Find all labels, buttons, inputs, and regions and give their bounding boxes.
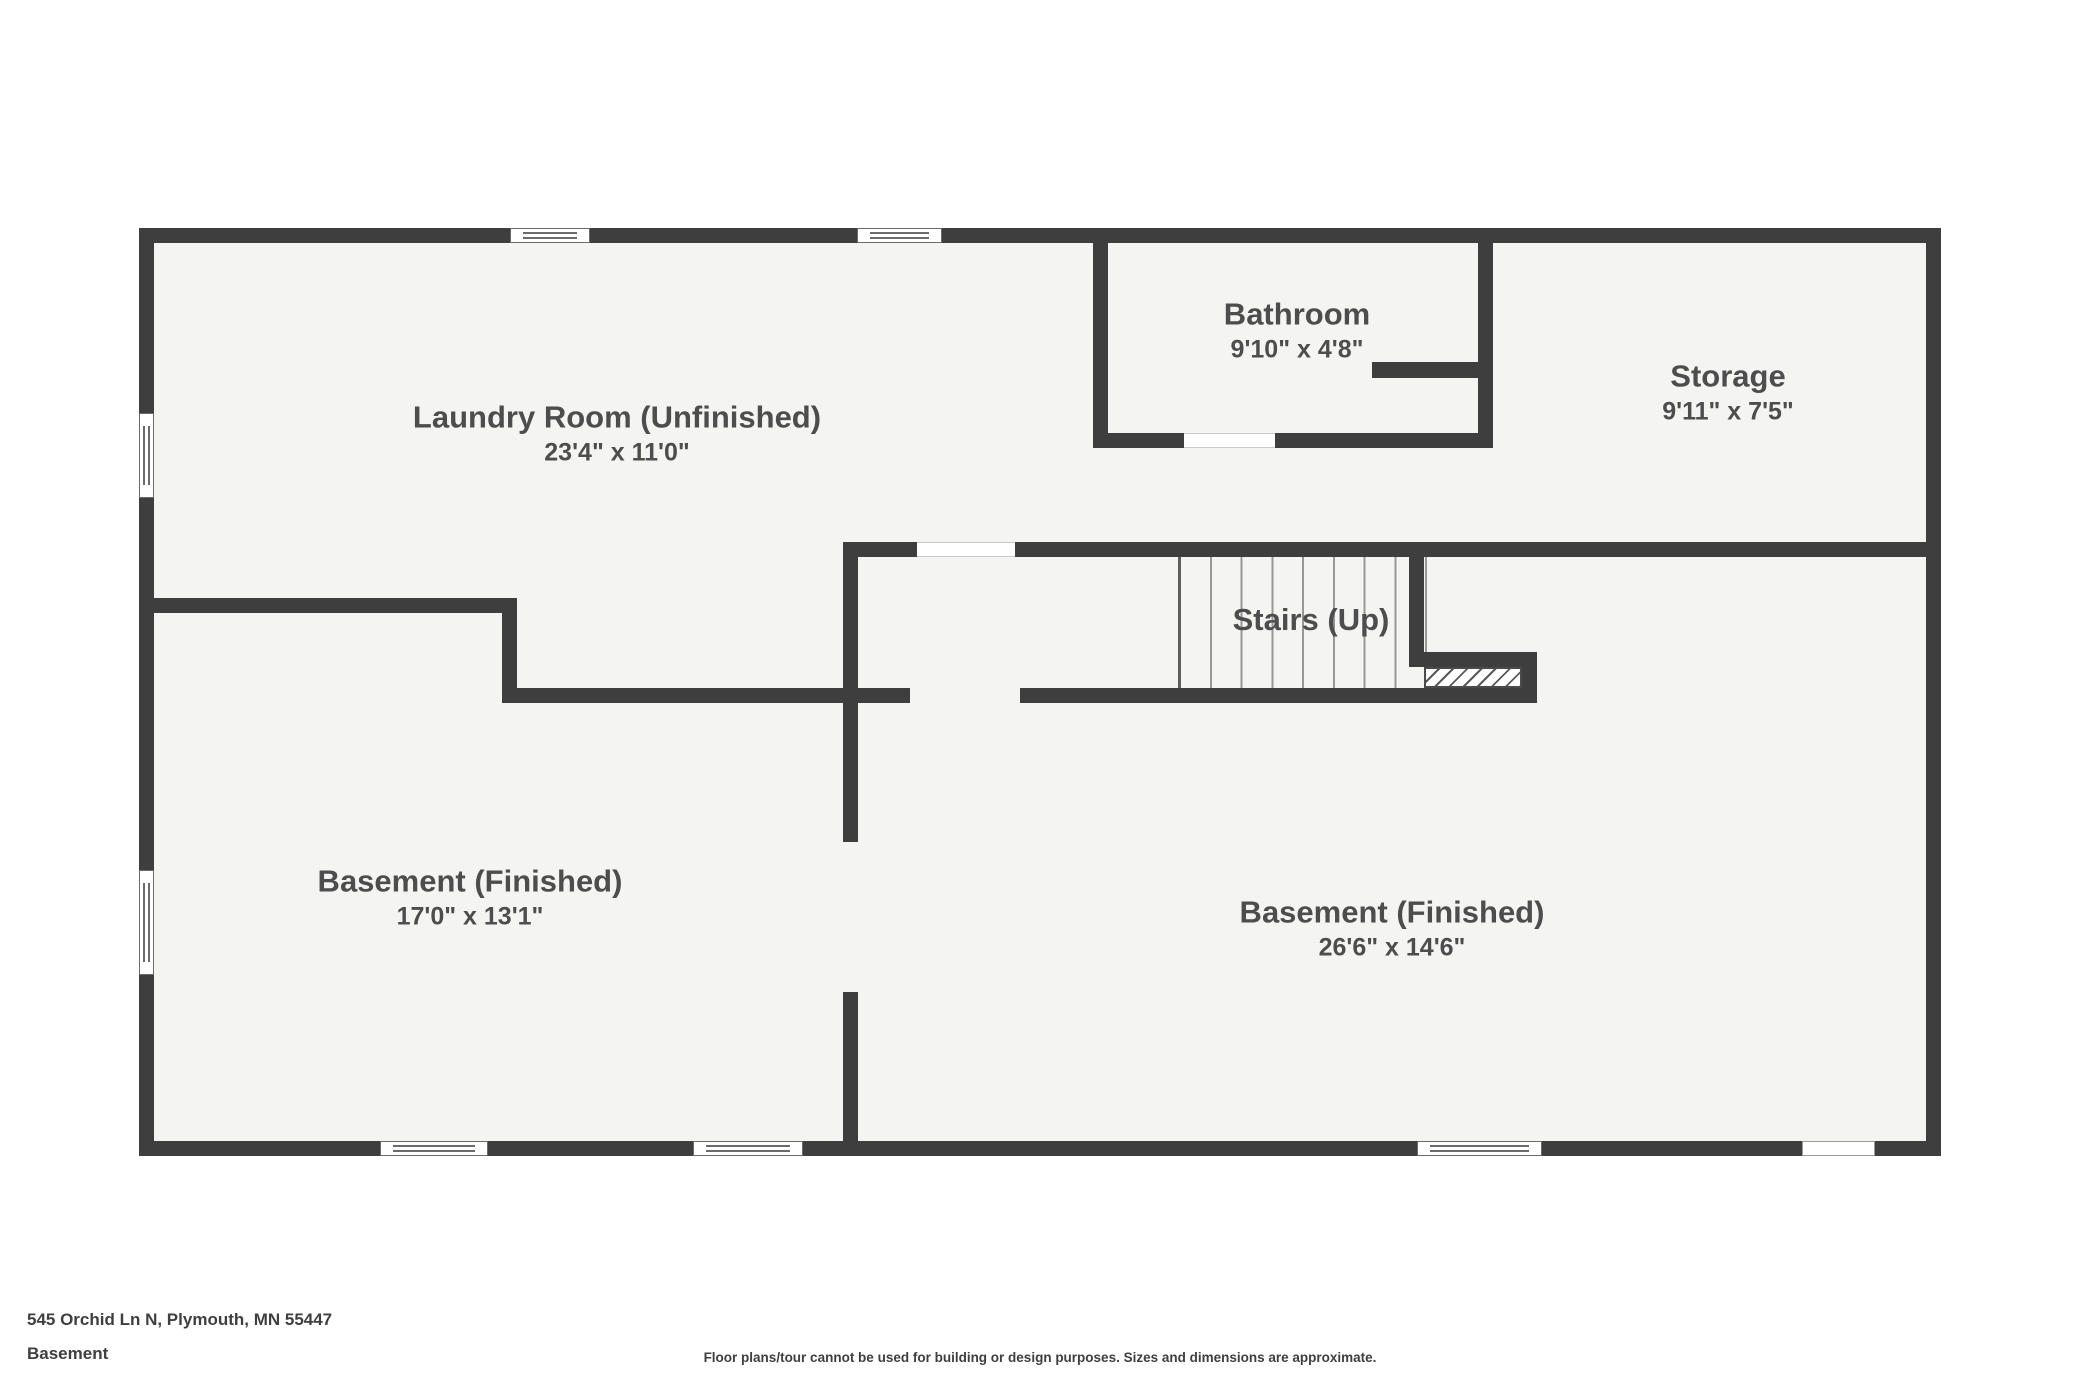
window (693, 1141, 803, 1156)
room-dims: 23'4" x 11'0" (544, 438, 690, 467)
wall-bathroom-bottom-a (1093, 433, 1184, 448)
wall-hatch-right (1522, 652, 1537, 703)
wall-notch-vert (502, 598, 517, 703)
floor-plan: Laundry Room (Unfinished) 23'4" x 11'0" … (139, 228, 1941, 1156)
room-dims: 9'11" x 7'5" (1662, 397, 1794, 426)
wall-outer-right (1926, 228, 1941, 1156)
window (380, 1141, 488, 1156)
window (139, 870, 154, 975)
wall-opening (1802, 1141, 1875, 1156)
wall-hatch-top (1409, 652, 1537, 667)
window (510, 228, 590, 243)
room-name: Bathroom (1223, 296, 1371, 332)
disclaimer-text: Floor plans/tour cannot be used for buil… (703, 1350, 1377, 1365)
wall-corridor-top-a (843, 542, 917, 557)
room-label-laundry: Laundry Room (Unfinished) 23'4" x 11'0" (413, 399, 821, 470)
wall-mid-right (1020, 688, 1537, 703)
door-opening-corridor (917, 542, 1015, 557)
wall-bathroom-left (1093, 243, 1108, 448)
window (857, 228, 942, 243)
wall-mid-left (502, 688, 910, 703)
room-label-bathroom: Bathroom 9'10" x 4'8" (1224, 296, 1370, 367)
wall-bathroom-right (1478, 243, 1493, 448)
window-pane (143, 426, 150, 485)
stairs-hatch (1424, 667, 1522, 688)
window-pane (143, 883, 150, 962)
room-label-storage: Storage 9'11" x 7'5" (1662, 358, 1794, 429)
window-pane (1430, 1145, 1529, 1152)
wall-corridor-vert-lower (843, 992, 858, 1141)
address-text: 545 Orchid Ln N, Plymouth, MN 55447 (27, 1310, 333, 1329)
room-name: Basement (Finished) (317, 863, 623, 899)
room-name: Basement (Finished) (1239, 894, 1545, 930)
room-name: Storage (1670, 358, 1786, 394)
room-name: Laundry Room (Unfinished) (412, 399, 822, 435)
room-name: Stairs (Up) (1232, 602, 1390, 637)
room-label-basement-left: Basement (Finished) 17'0" x 13'1" (318, 863, 623, 934)
room-dims: 26'6" x 14'6" (1318, 933, 1466, 962)
window-pane (393, 1145, 475, 1152)
wall-outer-left (139, 228, 154, 1156)
floor-level-text: Basement (27, 1344, 109, 1363)
wall-corridor-top-b (1015, 542, 1926, 557)
window-pane (706, 1145, 790, 1152)
wall-bathroom-bottom-b (1275, 433, 1493, 448)
window (1417, 1141, 1542, 1156)
wall-outer-top (139, 228, 1941, 243)
wall-notch-top (154, 598, 517, 613)
window-pane (523, 232, 577, 239)
stairs-treads (1178, 557, 1427, 688)
room-dims: 9'10" x 4'8" (1230, 335, 1364, 364)
room-label-basement-right: Basement (Finished) 26'6" x 14'6" (1240, 894, 1545, 965)
door-opening-bathroom (1184, 433, 1275, 448)
room-dims: 17'0" x 13'1" (396, 902, 544, 931)
window-pane (870, 232, 929, 239)
room-label-stairs: Stairs (Up) (1233, 601, 1390, 639)
window (139, 413, 154, 498)
wall-stairs-right (1409, 557, 1424, 667)
wall-bathroom-stub (1372, 362, 1478, 378)
